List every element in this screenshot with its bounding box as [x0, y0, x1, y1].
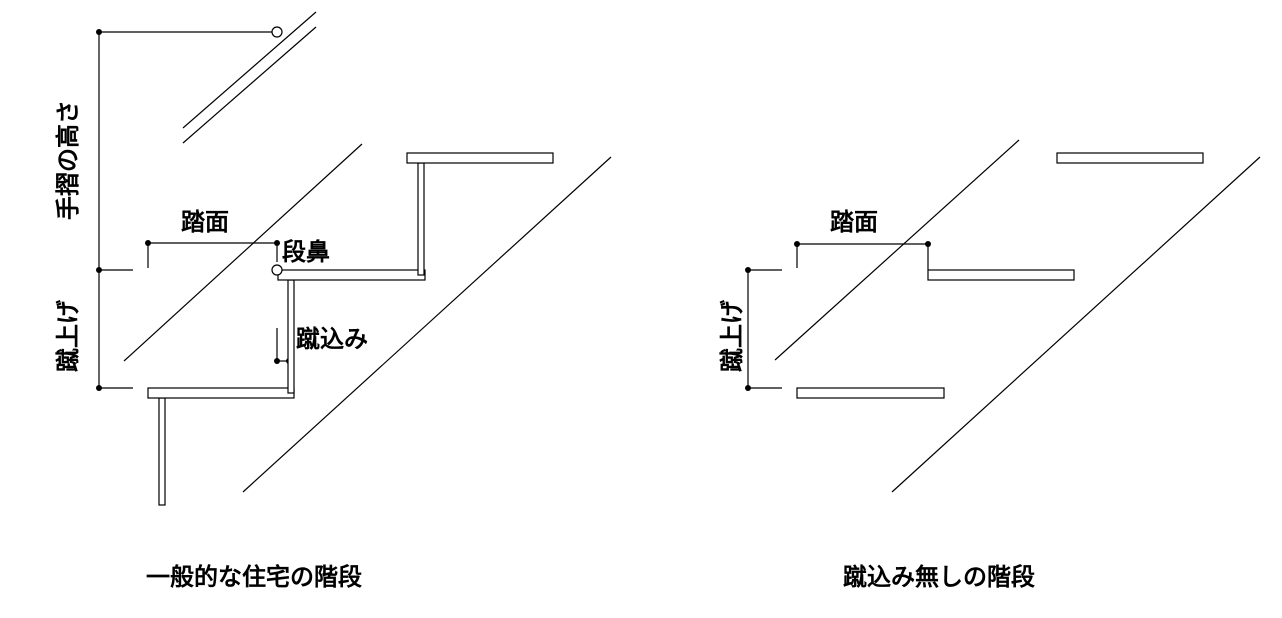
right-middle-tread-board	[927, 269, 1075, 281]
upper-tread-board	[406, 152, 554, 164]
riser-dim-left-dot	[274, 358, 280, 364]
handrail-dim-top-dot	[96, 29, 102, 35]
handrail-top-point	[271, 26, 283, 38]
right-rise-top-dot	[745, 267, 751, 273]
right-caption: 蹴込み無しの階段	[843, 563, 1035, 591]
upper-riser-board	[417, 162, 425, 276]
right-upper-tread-board	[1056, 152, 1204, 164]
handrail-line-upper	[182, 11, 317, 129]
right-tread-label: 踏面	[830, 208, 878, 236]
right-stair-diagram: 蹴上げ 踏面 蹴込み無しの階段	[718, 139, 1261, 591]
right-tread-left-dot	[794, 241, 800, 247]
lower-riser-board	[287, 279, 295, 394]
right-pitch-line	[774, 139, 1020, 361]
left-rise-label: 蹴上げ	[54, 299, 82, 372]
rise-dim-bottom-dot	[96, 385, 102, 391]
middle-tread-board	[277, 269, 426, 281]
left-stair-diagram: 手摺の高さ 蹴上げ 踏面 段鼻 蹴込み 一般的な住宅の階段	[54, 11, 612, 591]
right-lower-tread-board	[796, 387, 945, 399]
left-caption: 一般的な住宅の階段	[146, 563, 362, 591]
right-tread-right-dot	[925, 241, 931, 247]
right-rise-bottom-dot	[745, 385, 751, 391]
nosing-point	[271, 264, 283, 276]
right-stringer-line	[891, 156, 1261, 493]
post-board	[158, 397, 166, 506]
tread-dim-right-dot	[274, 240, 280, 246]
lower-tread-board	[147, 387, 295, 399]
left-tread-label: 踏面	[181, 208, 229, 236]
nosing-label: 段鼻	[282, 238, 330, 266]
right-rise-label: 蹴上げ	[718, 299, 746, 372]
tread-dim-left-dot	[145, 240, 151, 246]
handrail-line-lower	[182, 26, 317, 144]
pitch-line-upper	[123, 143, 363, 362]
stringer-line-lower	[242, 156, 612, 493]
riser-label: 蹴込み	[296, 325, 368, 353]
handrail-height-label: 手摺の高さ	[54, 100, 82, 220]
